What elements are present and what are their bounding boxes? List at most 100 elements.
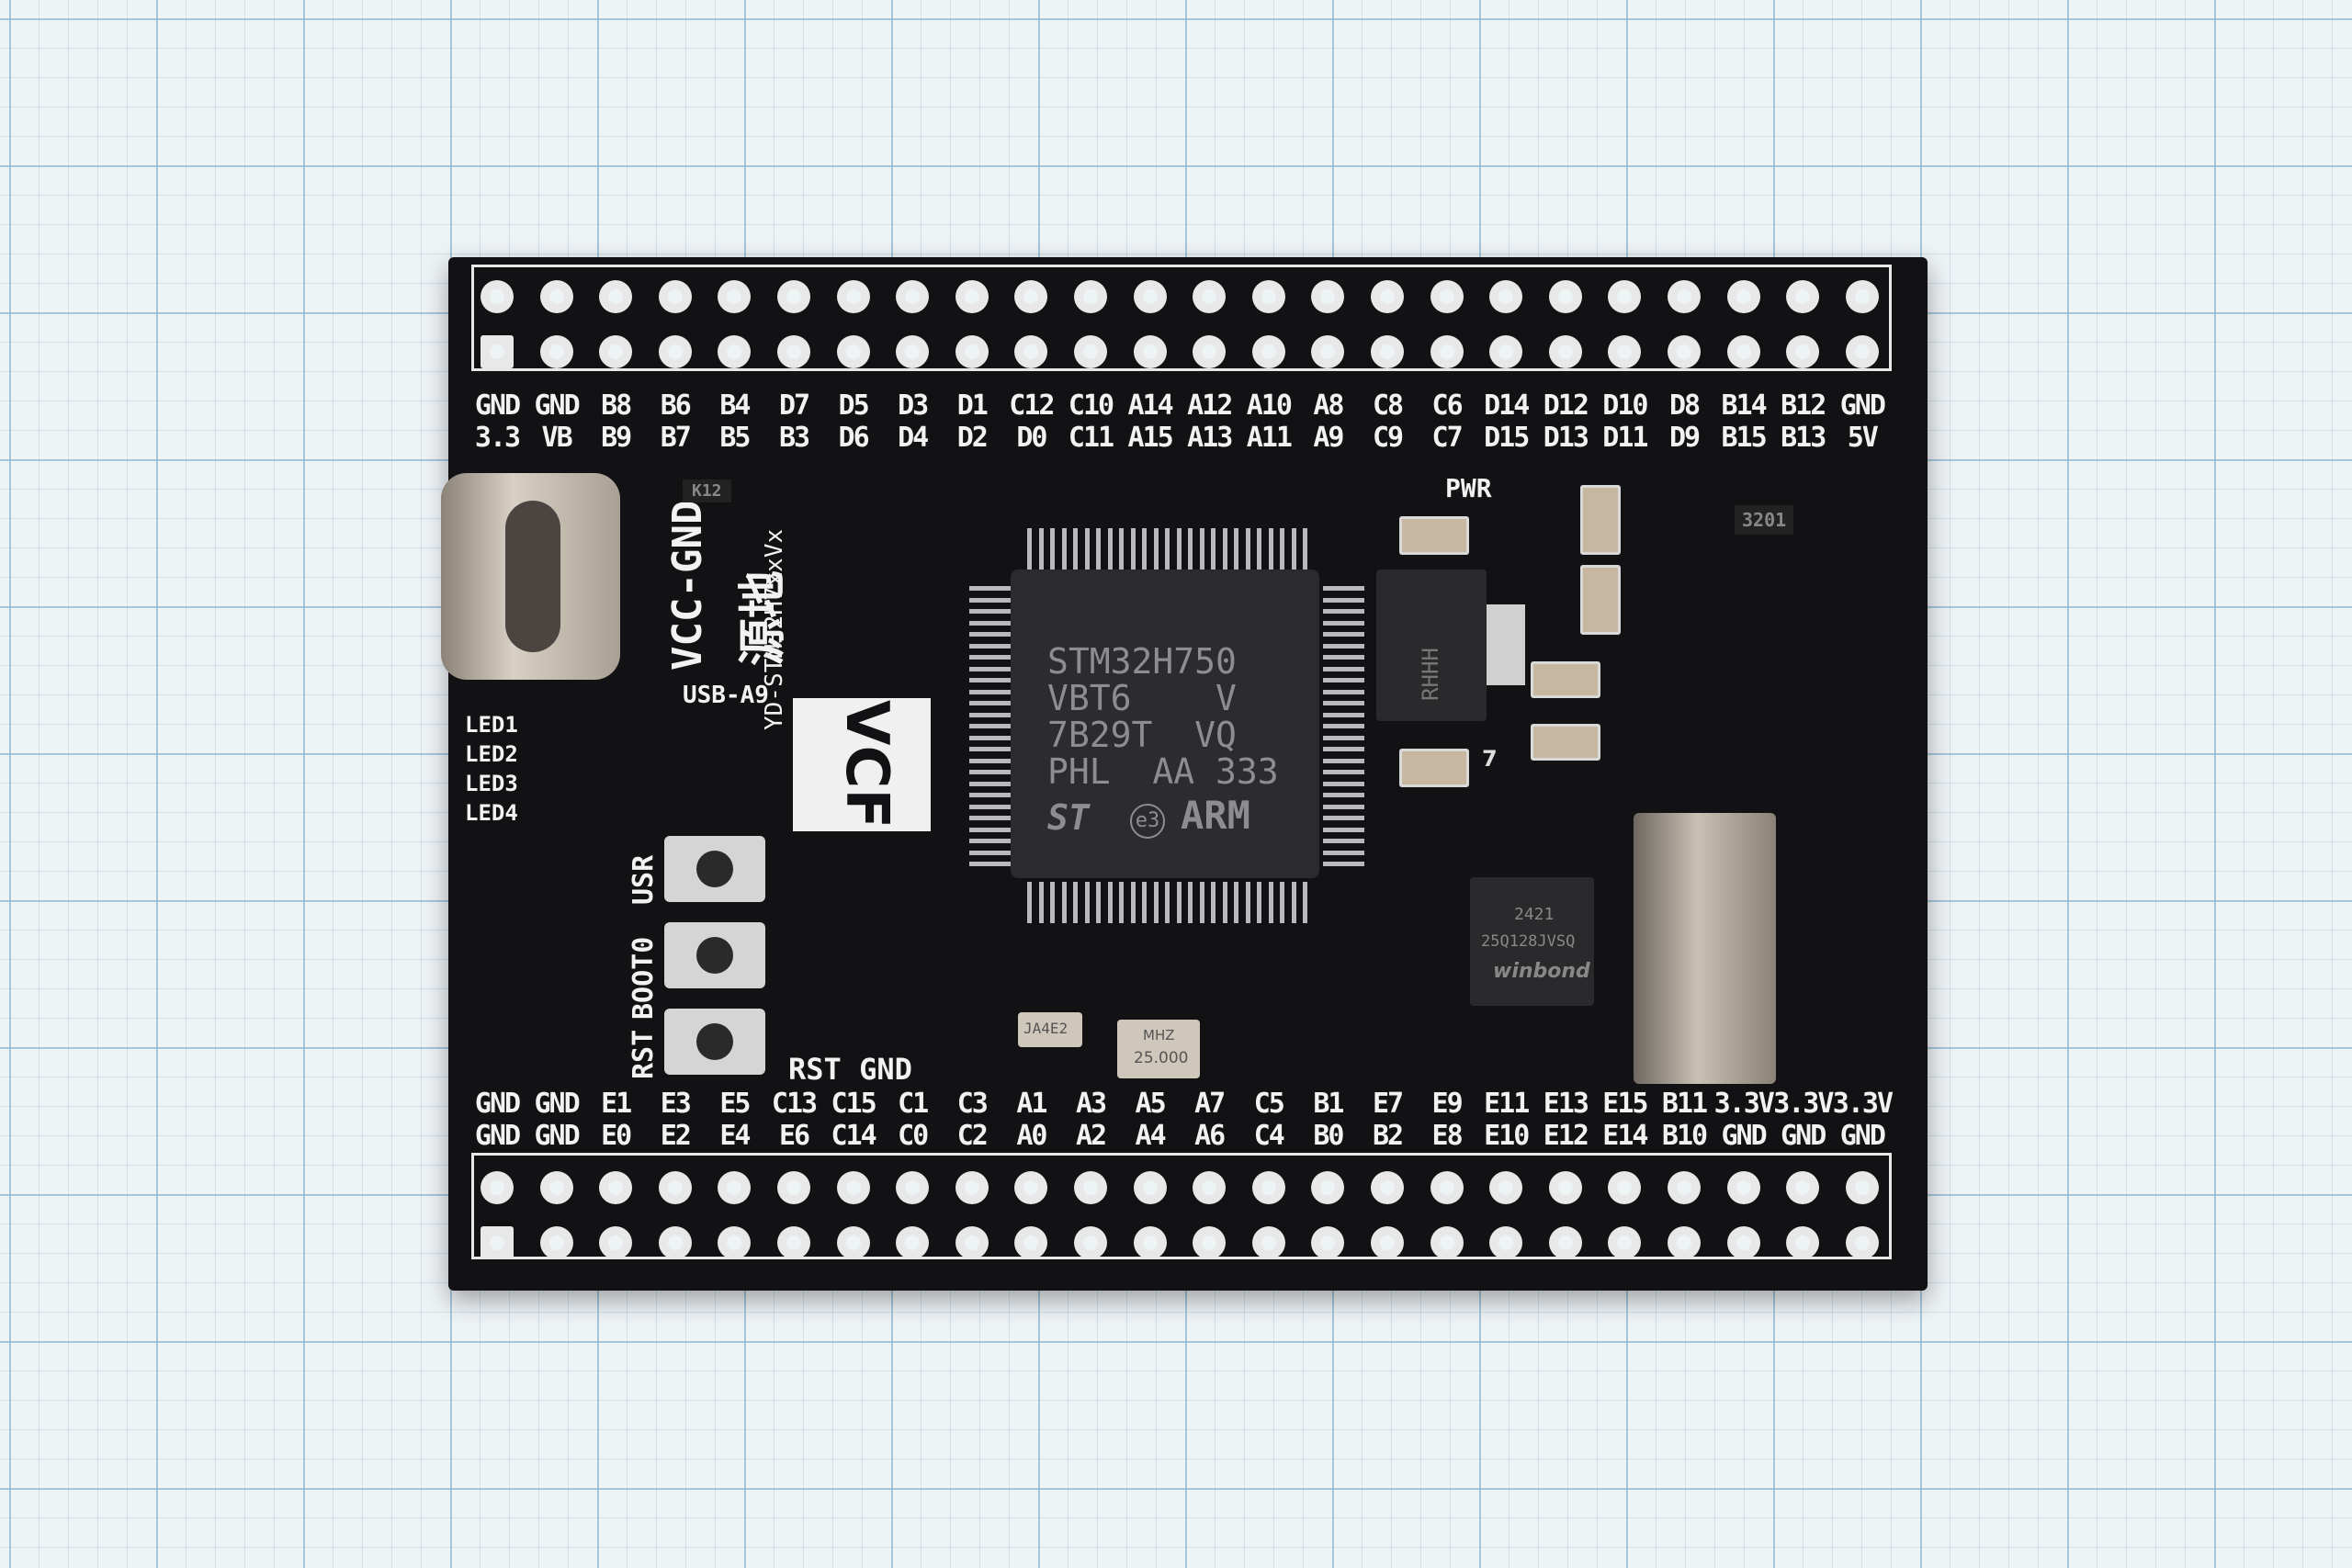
boot0-button[interactable] bbox=[664, 922, 765, 988]
pin-label: C3 bbox=[956, 1088, 989, 1120]
pin-label: C14 bbox=[831, 1120, 877, 1152]
pin-label: D14 bbox=[1484, 389, 1530, 422]
header-pin-hole bbox=[718, 1171, 752, 1204]
header-pin-hole bbox=[777, 1171, 810, 1204]
header-pin-hole bbox=[599, 1226, 633, 1259]
pin-label: E13 bbox=[1543, 1088, 1589, 1120]
header-pin-hole bbox=[1548, 1171, 1582, 1204]
pin-label: D7 bbox=[778, 389, 810, 422]
capacitor bbox=[1531, 661, 1600, 698]
boot0-label: BOOT0 bbox=[628, 936, 660, 1020]
header-outline-bottom bbox=[471, 1153, 1892, 1259]
pin-label: GND bbox=[1839, 389, 1886, 422]
pin-label: B3 bbox=[778, 422, 810, 454]
header-pin-hole bbox=[718, 335, 752, 368]
pin-label: E14 bbox=[1602, 1120, 1648, 1152]
header-pin-hole bbox=[1133, 335, 1167, 368]
led-label-1: LED1 bbox=[465, 712, 518, 738]
regulator-tab bbox=[1487, 604, 1525, 685]
header-pin-hole bbox=[599, 280, 633, 313]
header-pin-hole bbox=[1430, 1171, 1464, 1204]
pwr-label: PWR bbox=[1445, 473, 1492, 503]
header-pin-hole bbox=[718, 1226, 752, 1259]
header-pin-hole bbox=[1489, 1226, 1523, 1259]
pin-label: A15 bbox=[1127, 422, 1174, 454]
header-pin-hole bbox=[1786, 1226, 1820, 1259]
header-pin-hole bbox=[1845, 335, 1879, 368]
header-pin-hole bbox=[658, 1226, 692, 1259]
pin-label: B15 bbox=[1721, 422, 1768, 454]
header-pin-hole bbox=[1193, 280, 1227, 313]
pin-label: A11 bbox=[1246, 422, 1293, 454]
header-pin-hole bbox=[1668, 1226, 1701, 1259]
header-pin-hole bbox=[1133, 1171, 1167, 1204]
pin-label: E8 bbox=[1431, 1120, 1464, 1152]
pin-header-right-angle bbox=[448, 845, 531, 846]
usr-button[interactable] bbox=[664, 836, 765, 902]
pin-label: B11 bbox=[1661, 1088, 1708, 1120]
header-pin-hole bbox=[836, 335, 870, 368]
header-pin-hole bbox=[1548, 335, 1582, 368]
rst-button[interactable] bbox=[664, 1009, 765, 1075]
header-pin-hole bbox=[1311, 1171, 1345, 1204]
rst-gnd-label: RST GND bbox=[788, 1052, 912, 1087]
pin-label: D10 bbox=[1602, 389, 1648, 422]
pin-label: C13 bbox=[771, 1088, 818, 1120]
header-pin-hole bbox=[658, 1171, 692, 1204]
header-pin-hole bbox=[777, 335, 810, 368]
header-pin-hole bbox=[1193, 1171, 1227, 1204]
pin-label: GND bbox=[534, 1088, 581, 1120]
pin-label: B0 bbox=[1313, 1120, 1344, 1152]
capacitor bbox=[1580, 565, 1621, 635]
header-pin-hole bbox=[1371, 335, 1404, 368]
header-pin-hole bbox=[1726, 1171, 1760, 1204]
header-pin-hole bbox=[1608, 1171, 1642, 1204]
pin-label: C2 bbox=[956, 1120, 989, 1152]
model-label: YD-STM32H7xxVx bbox=[761, 528, 788, 730]
pin-label: D4 bbox=[898, 422, 929, 454]
usr-label: USR bbox=[628, 854, 660, 905]
pin-label: E9 bbox=[1431, 1088, 1464, 1120]
pin-label: GND bbox=[534, 1120, 581, 1152]
pin-label: A13 bbox=[1187, 422, 1233, 454]
pin-label: B13 bbox=[1781, 422, 1826, 454]
pin-label: C10 bbox=[1068, 389, 1114, 422]
pin-label: D6 bbox=[838, 422, 870, 454]
microsd-slot bbox=[1634, 813, 1776, 1084]
ic-marking: 3201 bbox=[1735, 505, 1794, 535]
pin-label: D8 bbox=[1668, 389, 1701, 422]
pin-label: 3.3V bbox=[1773, 1088, 1834, 1120]
header-pin-hole bbox=[836, 280, 870, 313]
crystal-small-marking: JA4E2 bbox=[1023, 1020, 1069, 1037]
winbond-flash-chip: 2421 25Q128JVSQ winbond bbox=[1470, 877, 1594, 1006]
pin-label: A8 bbox=[1313, 389, 1344, 422]
header-pin-hole bbox=[1311, 280, 1345, 313]
flash-marking-2: 2421 bbox=[1514, 905, 1555, 924]
pin-label: D2 bbox=[956, 422, 989, 454]
pin-label: A6 bbox=[1194, 1120, 1226, 1152]
header-pin-hole bbox=[1133, 1226, 1167, 1259]
crystal-marking-1: MHZ bbox=[1143, 1027, 1175, 1043]
pin-label: GND bbox=[1839, 1120, 1886, 1152]
header-pin-hole bbox=[1489, 280, 1523, 313]
pin-label: E7 bbox=[1372, 1088, 1404, 1120]
pin-label: D15 bbox=[1484, 422, 1530, 454]
led-label-3: LED3 bbox=[465, 771, 518, 796]
pin-label: B4 bbox=[719, 389, 751, 422]
pin-label: D11 bbox=[1602, 422, 1648, 454]
header-pin-hole bbox=[1014, 1171, 1048, 1204]
header-pin-hole bbox=[836, 1226, 870, 1259]
pin-label: D0 bbox=[1016, 422, 1047, 454]
pin-label: GND bbox=[474, 389, 521, 422]
capacitor bbox=[1531, 724, 1600, 761]
header-pin-hole bbox=[955, 1226, 989, 1259]
usb-label: USB-A9 bbox=[683, 682, 769, 709]
pin-label: C5 bbox=[1253, 1088, 1285, 1120]
pin-label: 3.3V bbox=[1713, 1088, 1775, 1120]
crystal-small: JA4E2 bbox=[1018, 1012, 1082, 1047]
pin-label: B1 bbox=[1313, 1088, 1344, 1120]
crystal-25mhz: MHZ 25.000 bbox=[1117, 1020, 1200, 1078]
pin-label: B8 bbox=[601, 389, 632, 422]
flash-brand: winbond bbox=[1493, 960, 1590, 983]
header-pin-hole bbox=[1726, 1226, 1760, 1259]
